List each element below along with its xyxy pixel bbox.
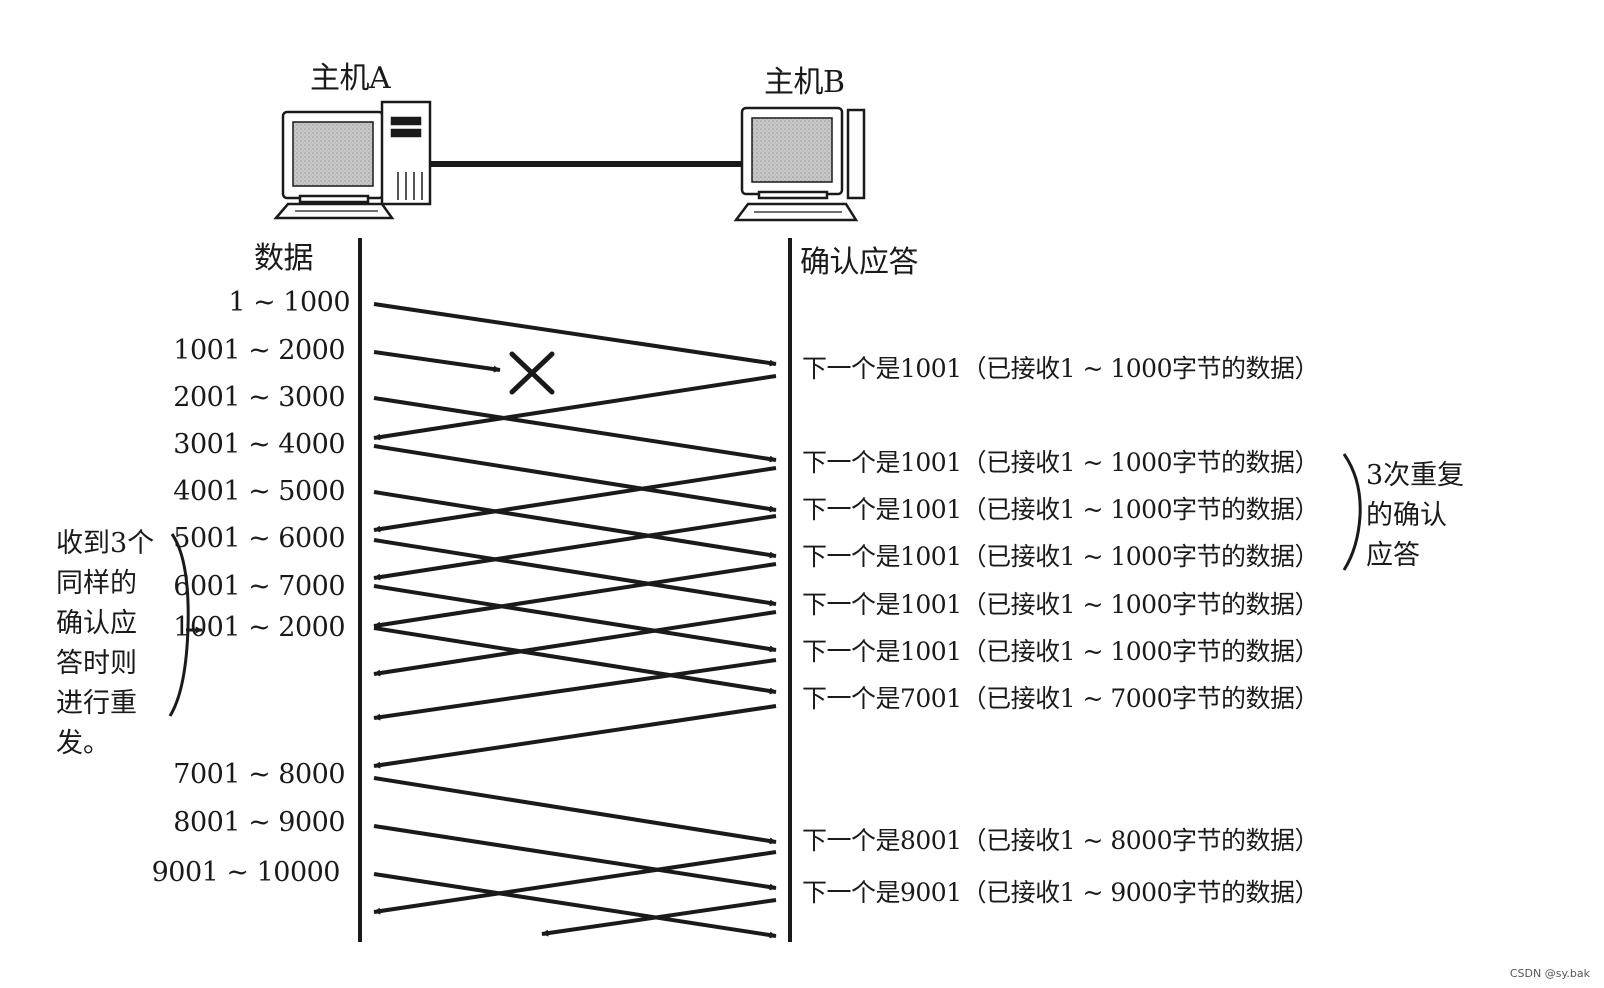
ack-arrow [373, 610, 777, 677]
ack-label: 下一个是8001（已接收1 ~ 8000字节的数据） [802, 826, 1320, 855]
data-arrow [373, 396, 777, 463]
ack-arrow [541, 898, 777, 937]
segment-label: 8001 ~ 9000 [173, 807, 345, 838]
retransmit-bracket [168, 533, 190, 717]
ack-label: 下一个是1001（已接收1 ~ 1000字节的数据） [802, 542, 1320, 571]
data-arrow [373, 824, 777, 891]
segment-label-retransmit: 1001 ~ 2000 [173, 612, 345, 643]
ack-arrow [373, 658, 777, 721]
segment-label: 4001 ~ 5000 [173, 476, 345, 507]
segment-label: 1001 ~ 2000 [173, 335, 345, 366]
retransmit-arrow [373, 626, 777, 695]
data-arrow [373, 490, 777, 559]
data-arrow [373, 584, 777, 653]
ack-arrow [373, 374, 777, 441]
segment-label: 9001 ~ 10000 [151, 857, 341, 888]
ack-arrow [373, 562, 777, 629]
data-arrow [373, 538, 777, 607]
ack-label: 下一个是1001（已接收1 ~ 1000字节的数据） [802, 637, 1320, 666]
data-arrow [373, 776, 777, 845]
segment-label: 7001 ~ 8000 [173, 759, 345, 790]
dup-ack-note: 3次重复 的确认 应答 [1366, 460, 1465, 571]
ack-label: 下一个是1001（已接收1 ~ 1000字节的数据） [802, 495, 1320, 524]
dup-ack-bracket [1342, 453, 1362, 571]
data-column-header: 数据 [254, 241, 314, 276]
segment-label: 5001 ~ 6000 [173, 523, 345, 554]
ack-label: 下一个是1001（已接收1 ~ 1000字节的数据） [802, 448, 1320, 477]
ack-arrow [373, 466, 777, 533]
computer-a-icon [273, 100, 432, 220]
lost-packet-marker [509, 351, 555, 395]
ack-label: 下一个是1001（已接收1 ~ 1000字节的数据） [802, 354, 1320, 383]
ack-arrow [373, 514, 777, 581]
data-arrow [373, 302, 777, 367]
ack-label: 下一个是7001（已接收1 ~ 7000字节的数据） [802, 684, 1320, 713]
ack-label: 下一个是1001（已接收1 ~ 1000字节的数据） [802, 590, 1320, 619]
host-a-label: 主机A [310, 61, 391, 96]
ack-column-header: 确认应答 [800, 245, 919, 280]
segment-label: 3001 ~ 4000 [173, 429, 345, 460]
host-b-label: 主机B [764, 65, 845, 100]
computer-b-icon [733, 106, 866, 222]
segment-label: 1 ~ 1000 [228, 287, 350, 318]
watermark: CSDN @sy.bak [1509, 967, 1590, 980]
segment-label: 2001 ~ 3000 [173, 382, 345, 413]
ack-arrow [373, 704, 777, 769]
arrow-group [373, 302, 777, 939]
retransmit-note: 收到3个 同样的 确认应 答时则 进行重 发。 [56, 528, 155, 759]
ack-label: 下一个是9001（已接收1 ~ 9000字节的数据） [802, 878, 1320, 907]
lost-data-arrow [373, 350, 501, 373]
ack-arrow [373, 850, 777, 915]
data-arrow [373, 872, 777, 939]
segment-label: 6001 ~ 7000 [173, 571, 345, 602]
data-arrow [373, 444, 777, 513]
